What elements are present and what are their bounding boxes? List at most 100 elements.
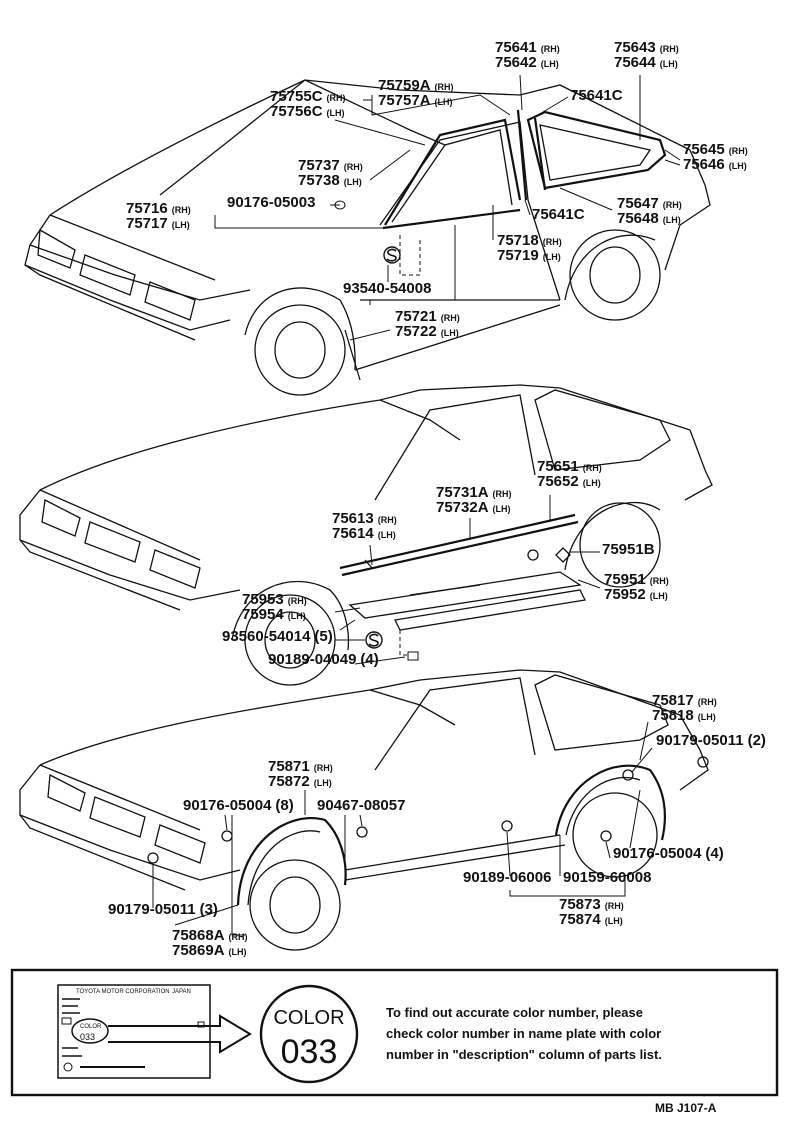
name-plate-illustration: TOYOTA MOTOR CORPORATION JAPAN COLOR 033 bbox=[57, 984, 211, 1079]
part-number: 75869A bbox=[172, 942, 225, 959]
part-side: (RH) bbox=[698, 697, 717, 707]
screw-icon bbox=[365, 631, 383, 649]
part-label-p75651: 75651(RH) bbox=[537, 458, 602, 475]
screw-symbols bbox=[365, 246, 401, 649]
part-label-p90159_60008: 90159-60008 bbox=[563, 869, 651, 886]
part-number: 75722 bbox=[395, 323, 437, 340]
arrow-icon bbox=[108, 1014, 252, 1054]
part-side: (LH) bbox=[541, 59, 559, 69]
part-side: (RH) bbox=[172, 205, 191, 215]
part-number: 75871 bbox=[268, 758, 310, 775]
part-label-p75613: 75613 (RH) bbox=[332, 510, 397, 527]
part-label-p75646: 75646(LH) bbox=[683, 156, 747, 173]
part-number: 75716 bbox=[126, 200, 168, 217]
part-label-p75952: 75952(LH) bbox=[604, 586, 668, 603]
part-label-p93560_54014: 93560-54014(5) bbox=[222, 628, 333, 645]
part-side: (RH) bbox=[541, 44, 560, 54]
part-number: 75721 bbox=[395, 308, 437, 325]
part-label-p90179_05011_3: 90179-05011(3) bbox=[108, 901, 218, 918]
part-label-p75757a: 75757A(LH) bbox=[378, 92, 453, 109]
part-side: (LH) bbox=[698, 712, 716, 722]
part-number: 90176-05004 bbox=[613, 845, 702, 862]
part-label-p75718: 75718(RH) bbox=[497, 232, 562, 249]
plate-color-word: COLOR bbox=[80, 1024, 102, 1030]
part-side: (4) bbox=[705, 845, 723, 862]
part-number: 75644 bbox=[614, 54, 656, 71]
part-label-p75738: 75738(LH) bbox=[298, 172, 362, 189]
part-number-labels: 75641(RH)75642(LH)75643(RH)75644(LH)7564… bbox=[108, 39, 766, 959]
color-code: 033 bbox=[281, 1033, 338, 1071]
note-line: check color number in name plate with co… bbox=[386, 1026, 661, 1041]
plate-header-suffix: JAPAN bbox=[172, 989, 191, 995]
part-side: (RH) bbox=[344, 162, 363, 172]
part-number: 75951B bbox=[602, 541, 655, 558]
part-side: (RH) bbox=[605, 901, 624, 911]
part-number: 75738 bbox=[298, 172, 340, 189]
part-label-p75954: 75954 (LH) bbox=[242, 606, 306, 623]
part-label-p93540_54008: 93540-54008 bbox=[343, 280, 431, 297]
part-side: (LH) bbox=[660, 59, 678, 69]
part-number: 75759A bbox=[378, 77, 431, 94]
screw-s-glyph bbox=[368, 633, 379, 647]
plate-header: TOYOTA MOTOR CORPORATION bbox=[76, 989, 170, 995]
part-label-p90189_04049: 90189-04049(4) bbox=[268, 651, 379, 668]
part-side: (RH) bbox=[729, 146, 748, 156]
part-number: 90176-05003 bbox=[227, 194, 315, 211]
part-side: (RH) bbox=[327, 93, 346, 103]
part-number: 75646 bbox=[683, 156, 725, 173]
part-side: (8) bbox=[275, 797, 293, 814]
part-label-p90176_05004_4: 90176-05004(4) bbox=[613, 845, 724, 862]
part-number: 75647 bbox=[617, 195, 659, 212]
part-label-p75732a: 75732A(LH) bbox=[436, 499, 511, 516]
part-label-p75951: 75951(RH) bbox=[604, 571, 669, 588]
part-number: 75952 bbox=[604, 586, 646, 603]
note-line: To find out accurate color number, pleas… bbox=[386, 1005, 643, 1020]
part-number: 75868A bbox=[172, 927, 225, 944]
part-label-p75643: 75643(RH) bbox=[614, 39, 679, 56]
part-side: (LH) bbox=[327, 108, 345, 118]
part-label-p90176_05003: 90176-05003 bbox=[227, 194, 315, 211]
part-number: 90176-05004 bbox=[183, 797, 272, 814]
part-label-p75642: 75642 (LH) bbox=[495, 54, 559, 71]
part-number: 75731A bbox=[436, 484, 489, 501]
part-label-p75614: 75614(LH) bbox=[332, 525, 396, 542]
part-number: 75873 bbox=[559, 896, 601, 913]
part-side: (RH) bbox=[441, 313, 460, 323]
part-number: 75642 bbox=[495, 54, 537, 71]
part-label-p75953: 75953(RH) bbox=[242, 591, 307, 608]
part-number: 75951 bbox=[604, 571, 646, 588]
part-number: 90159-60008 bbox=[563, 869, 651, 886]
part-label-p90176_05004_8: 90176-05004(8) bbox=[183, 797, 294, 814]
part-number: 90179-05011 bbox=[656, 732, 744, 749]
part-side: (LH) bbox=[493, 504, 511, 514]
part-side: (RH) bbox=[229, 932, 248, 942]
part-number: 75954 bbox=[242, 606, 284, 623]
part-side: (LH) bbox=[663, 215, 681, 225]
part-label-p75717: 75717(LH) bbox=[126, 215, 190, 232]
part-label-p75716: 75716 (RH) bbox=[126, 200, 191, 217]
part-side: (LH) bbox=[288, 611, 306, 621]
car-bottom-illustration bbox=[19, 669, 709, 951]
part-number: 75641 bbox=[495, 39, 537, 56]
part-label-p75641: 75641 (RH) bbox=[495, 39, 560, 56]
part-side: (LH) bbox=[441, 328, 459, 338]
part-side: (LH) bbox=[543, 252, 561, 262]
part-number: 75651 bbox=[537, 458, 579, 475]
part-label-p75868a: 75868A (RH) bbox=[172, 927, 248, 944]
part-side: (RH) bbox=[378, 515, 397, 525]
part-side: (RH) bbox=[435, 82, 454, 92]
part-number: 75648 bbox=[617, 210, 659, 227]
part-side: (RH) bbox=[493, 489, 512, 499]
part-number: 90189-06006 bbox=[463, 869, 551, 886]
screw-s-glyph bbox=[386, 248, 397, 262]
part-number: 75613 bbox=[332, 510, 374, 527]
part-label-p90189_06006: 90189-06006 bbox=[463, 869, 551, 886]
part-label-p75641c_top: 75641C bbox=[570, 87, 623, 104]
part-side: (LH) bbox=[605, 916, 623, 926]
part-side: (LH) bbox=[229, 947, 247, 957]
part-number: 75953 bbox=[242, 591, 284, 608]
part-side: (LH) bbox=[314, 778, 332, 788]
part-label-p75641c_mid: 75641C bbox=[532, 206, 585, 223]
part-label-p75872: 75872(LH) bbox=[268, 773, 332, 790]
part-label-p90179_05011_2: 90179-05011(2) bbox=[656, 732, 766, 749]
